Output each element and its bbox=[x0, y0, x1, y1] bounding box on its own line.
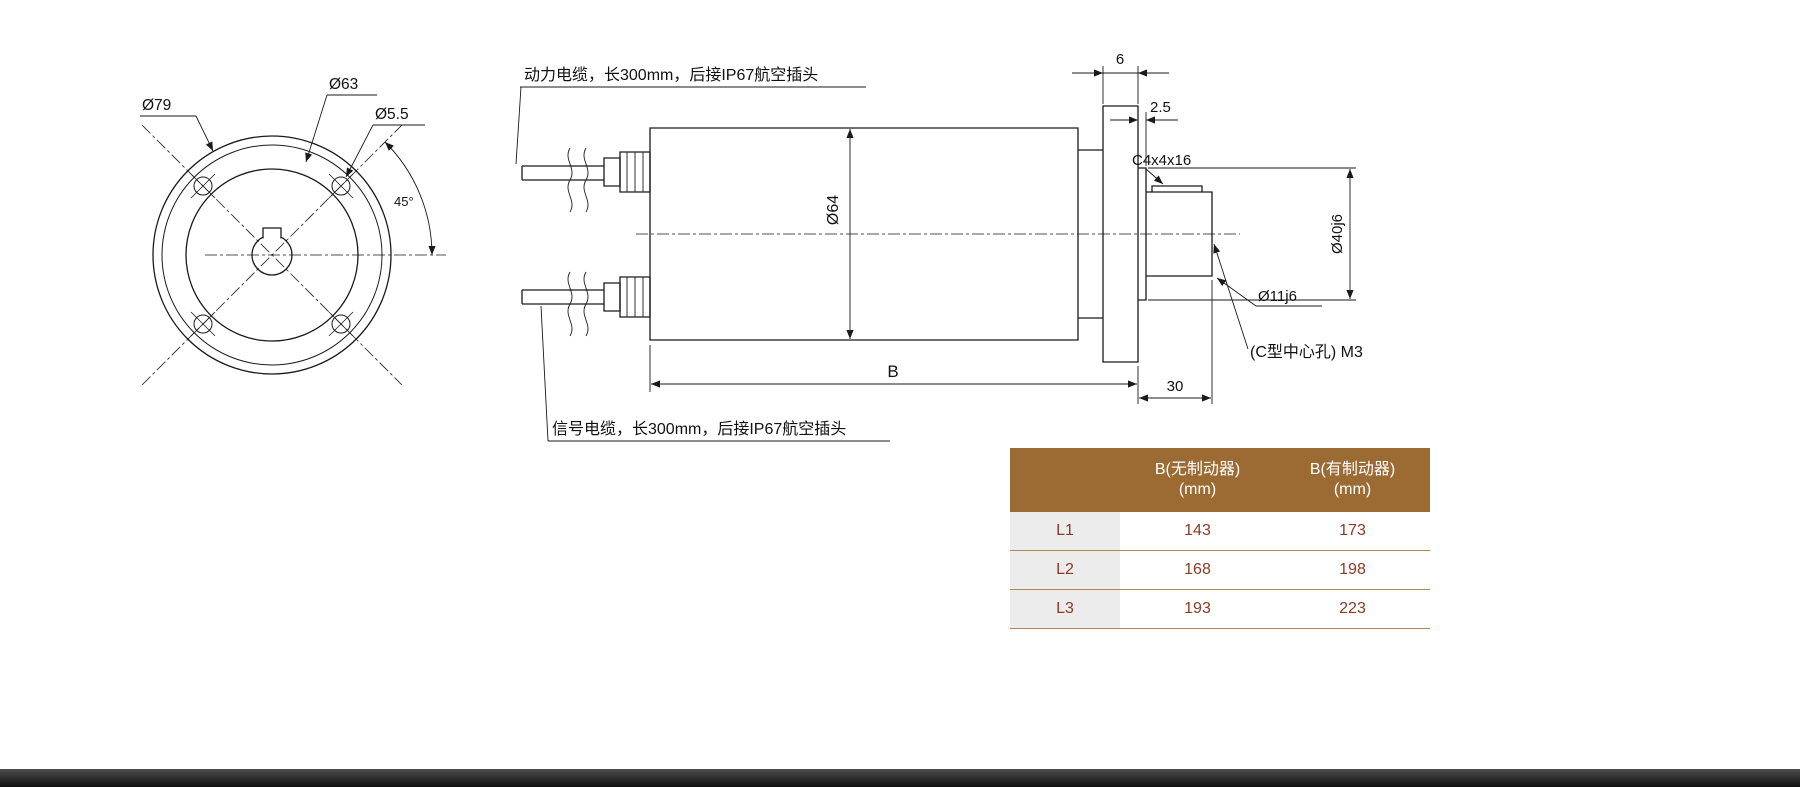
shaft-outline bbox=[1146, 191, 1213, 277]
flange-chamfer-circle bbox=[161, 144, 383, 366]
signal-cable-note: 信号电缆，长300mm，后接IP67航空插头 bbox=[552, 420, 846, 438]
key-outline bbox=[1151, 185, 1203, 192]
keyway-note: C4x4x16 bbox=[1132, 152, 1191, 169]
keyway-notch bbox=[262, 227, 282, 239]
front-view-dimensions bbox=[140, 94, 436, 256]
flange-outline bbox=[1102, 105, 1139, 363]
dim-label-shaft-diameter: Ø11j6 bbox=[1258, 288, 1297, 305]
dim-label-length-B: B bbox=[887, 362, 898, 381]
table-header-row: B(无制动器) (mm) B(有制动器) (mm) bbox=[1010, 448, 1430, 512]
bottom-dark-bar bbox=[0, 769, 1800, 787]
table-header-no-brake: B(无制动器) (mm) bbox=[1120, 448, 1275, 512]
row-value-no-brake: 143 bbox=[1184, 522, 1211, 539]
row-value-with-brake: 173 bbox=[1339, 522, 1366, 539]
dim-label-spigot-diameter: Ø40j6 bbox=[1329, 214, 1346, 254]
side-view-dimensions bbox=[515, 66, 1356, 442]
front-view-centerlines bbox=[141, 124, 446, 386]
center-hole-note: (C型中心孔) M3 bbox=[1250, 343, 1363, 361]
body-circle bbox=[185, 168, 359, 342]
row-value-no-brake: 193 bbox=[1184, 600, 1211, 617]
flange-outer-circle bbox=[152, 135, 392, 375]
bolt-holes bbox=[190, 173, 354, 337]
row-value-no-brake: 168 bbox=[1184, 561, 1211, 578]
length-spec-table: B(无制动器) (mm) B(有制动器) (mm) L1 143 173 L2 … bbox=[1010, 448, 1430, 629]
front-view: Ø79 Ø63 Ø5.5 45° bbox=[140, 76, 446, 386]
dim-label-flange-thickness: 6 bbox=[1116, 51, 1124, 68]
dim-label-outer-diameter: Ø79 bbox=[142, 97, 171, 114]
dim-label-angle: 45° bbox=[394, 194, 414, 209]
spigot-outline bbox=[1138, 167, 1147, 301]
table-header-with-brake-unit: (mm) bbox=[1333, 481, 1372, 498]
signal-cable-gland bbox=[521, 276, 651, 318]
row-value-with-brake: 223 bbox=[1339, 600, 1366, 617]
table-row: L1 143 173 bbox=[1010, 512, 1430, 551]
table-row: L3 193 223 bbox=[1010, 590, 1430, 629]
table-header-with-brake-title: B(有制动器) bbox=[1309, 461, 1396, 478]
table-header-no-brake-title: B(无制动器) bbox=[1154, 461, 1241, 478]
motor-body-outline bbox=[649, 127, 1079, 341]
power-cable-break-lines bbox=[567, 147, 589, 213]
table-header-no-brake-unit: (mm) bbox=[1178, 481, 1217, 498]
dim-label-bolt-hole: Ø5.5 bbox=[375, 106, 409, 123]
power-cable-gland bbox=[521, 151, 651, 193]
table-header-blank bbox=[1010, 448, 1120, 512]
signal-cable-break-lines bbox=[567, 271, 589, 337]
table-header-with-brake: B(有制动器) (mm) bbox=[1275, 448, 1430, 512]
table-row: L2 168 198 bbox=[1010, 551, 1430, 590]
dim-label-spigot-thickness: 2.5 bbox=[1150, 99, 1171, 116]
row-value-with-brake: 198 bbox=[1339, 561, 1366, 578]
row-label: L1 bbox=[1010, 512, 1120, 550]
dim-label-body-diameter: Ø64 bbox=[825, 195, 842, 225]
dim-label-shaft-length: 30 bbox=[1167, 378, 1184, 395]
row-label: L3 bbox=[1010, 590, 1120, 628]
power-cable-note: 动力电缆，长300mm，后接IP67航空插头 bbox=[524, 66, 818, 84]
dim-label-bolt-circle: Ø63 bbox=[329, 76, 358, 93]
side-view: 动力电缆，长300mm，后接IP67航空插头 信号电缆，长300mm，后接IP6… bbox=[515, 51, 1363, 442]
row-label: L2 bbox=[1010, 551, 1120, 589]
